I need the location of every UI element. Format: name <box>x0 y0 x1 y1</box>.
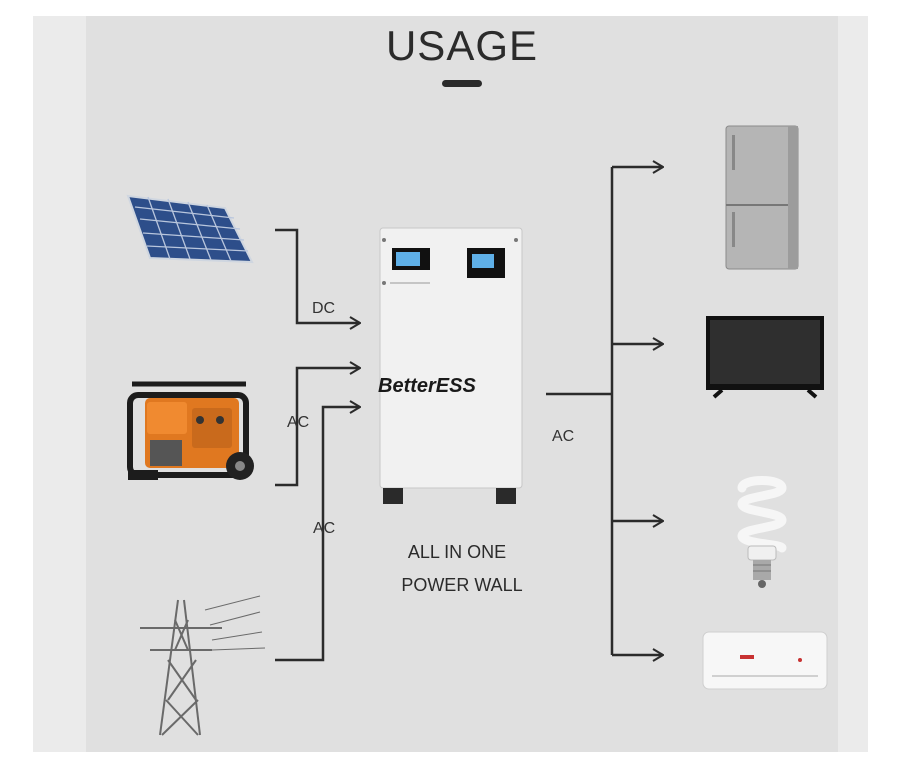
page-title: USAGE <box>385 22 539 69</box>
power-tower-icon <box>140 595 266 736</box>
ac-generator-label: AC <box>287 414 310 431</box>
television-icon <box>706 316 824 399</box>
generator-icon <box>127 381 254 480</box>
ac-grid-label: AC <box>313 520 336 537</box>
dc-label: DC <box>312 300 336 317</box>
refrigerator-icon <box>725 125 799 270</box>
air-conditioner-icon <box>702 631 828 690</box>
light-bulb-icon <box>737 476 787 588</box>
solar-panel-icon <box>126 194 254 264</box>
ac-output-label: AC <box>552 428 575 445</box>
left-margin-panel <box>33 16 86 752</box>
brand-logo: BetterESS <box>378 375 476 397</box>
title-underline <box>442 80 482 87</box>
power-wall-unit <box>379 227 523 504</box>
right-margin-panel <box>838 16 868 752</box>
caption-line-2: POWER WALL <box>401 575 523 595</box>
caption-line-1: ALL IN ONE <box>407 542 507 562</box>
